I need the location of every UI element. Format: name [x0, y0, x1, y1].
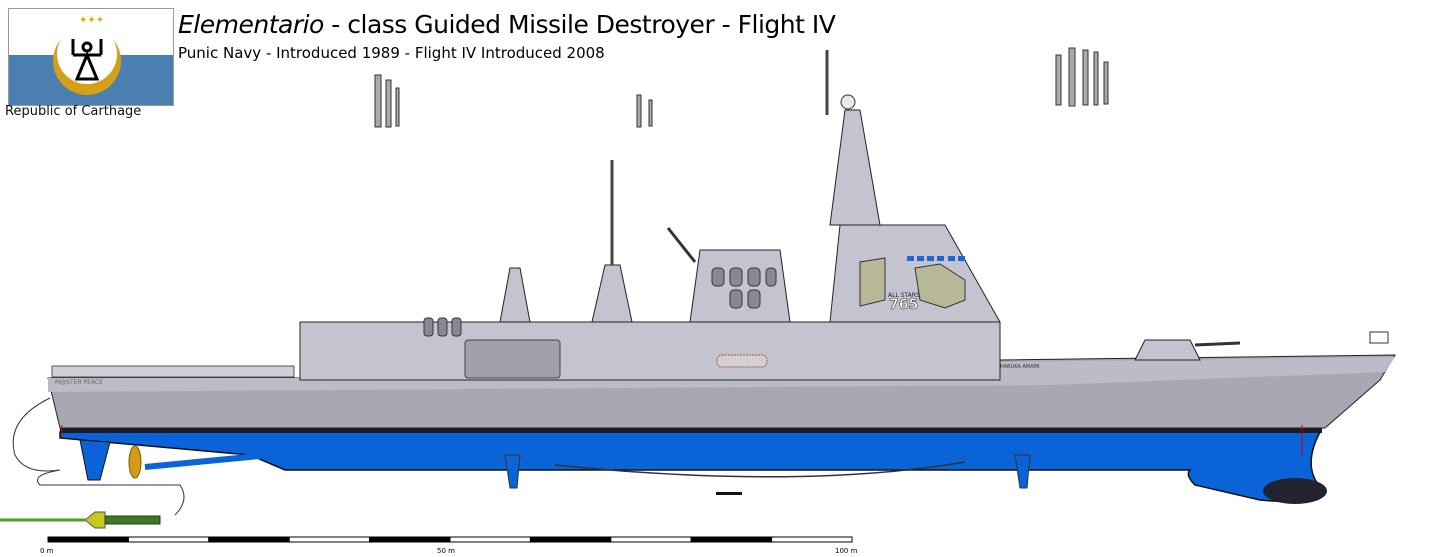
main-mast-base [591, 264, 633, 323]
stabilizer-fins [504, 454, 1031, 489]
propeller-shaft [144, 452, 271, 470]
scale-segment [610, 536, 692, 543]
hull-number: 765 [889, 297, 918, 313]
tow-cable [12, 397, 185, 516]
scale-segment [47, 536, 129, 543]
scale-label-100: 100 m [835, 547, 858, 555]
towed-sonar-body [84, 511, 106, 529]
main-gun-turret [1134, 339, 1201, 361]
class-name: Elementario [178, 10, 324, 39]
bridge-windows [907, 256, 965, 261]
scale-segment [529, 536, 612, 543]
tanit-emblem-icon: ✦✦✦ [53, 15, 121, 95]
stern-name: M@STER PEACE [55, 379, 103, 386]
aft-mast [499, 267, 531, 323]
carthage-flag: ✦✦✦ [8, 8, 174, 106]
forward-mast [829, 109, 881, 226]
scale-segment [208, 536, 290, 543]
spy-radar-arrays [859, 257, 966, 309]
scale-label-0: 0 m [40, 547, 54, 555]
jack-flag [1369, 331, 1389, 344]
superstructure-block [299, 321, 1001, 381]
scale-segment [288, 536, 371, 543]
scale-bar [47, 536, 853, 543]
scale-segment [449, 536, 531, 543]
towed-sonar-fish [104, 515, 161, 525]
scale-segment [127, 536, 210, 543]
vent-grille [464, 339, 561, 379]
scale-segment [690, 536, 773, 543]
bilge-keel [554, 461, 966, 478]
svg-text:✦✦✦: ✦✦✦ [79, 15, 104, 26]
propeller [128, 445, 142, 479]
bow-name: HARUKA AMAMI [1000, 364, 1039, 370]
main-gun-barrel [1194, 341, 1241, 347]
boat-bays [423, 317, 462, 337]
flag-caption: Republic of Carthage [5, 104, 142, 119]
hull-marking [716, 492, 742, 495]
rescue-boat [716, 354, 768, 368]
rudder [79, 439, 111, 481]
bridge-text: ALL STARS [888, 292, 920, 299]
title-rest: - class Guided Missile Destroyer - Fligh… [323, 10, 836, 39]
radar-dome [840, 94, 856, 110]
scale-label-50: 50 m [437, 547, 455, 555]
scale-segment [771, 536, 853, 543]
stern-railing [51, 365, 295, 378]
waterline [60, 428, 1322, 433]
hull-highlight [48, 357, 1395, 392]
page-title: Elementario - class Guided Missile Destr… [178, 10, 836, 39]
funnel-vents [711, 267, 777, 309]
page-subtitle: Punic Navy - Introduced 1989 - Flight IV… [178, 44, 605, 62]
underwater-hull [59, 431, 1327, 503]
bow-sonar-dome [1263, 478, 1327, 504]
ciws-gun [666, 227, 697, 263]
scale-segment [369, 536, 451, 543]
missile-loadout-icon [374, 47, 1109, 128]
